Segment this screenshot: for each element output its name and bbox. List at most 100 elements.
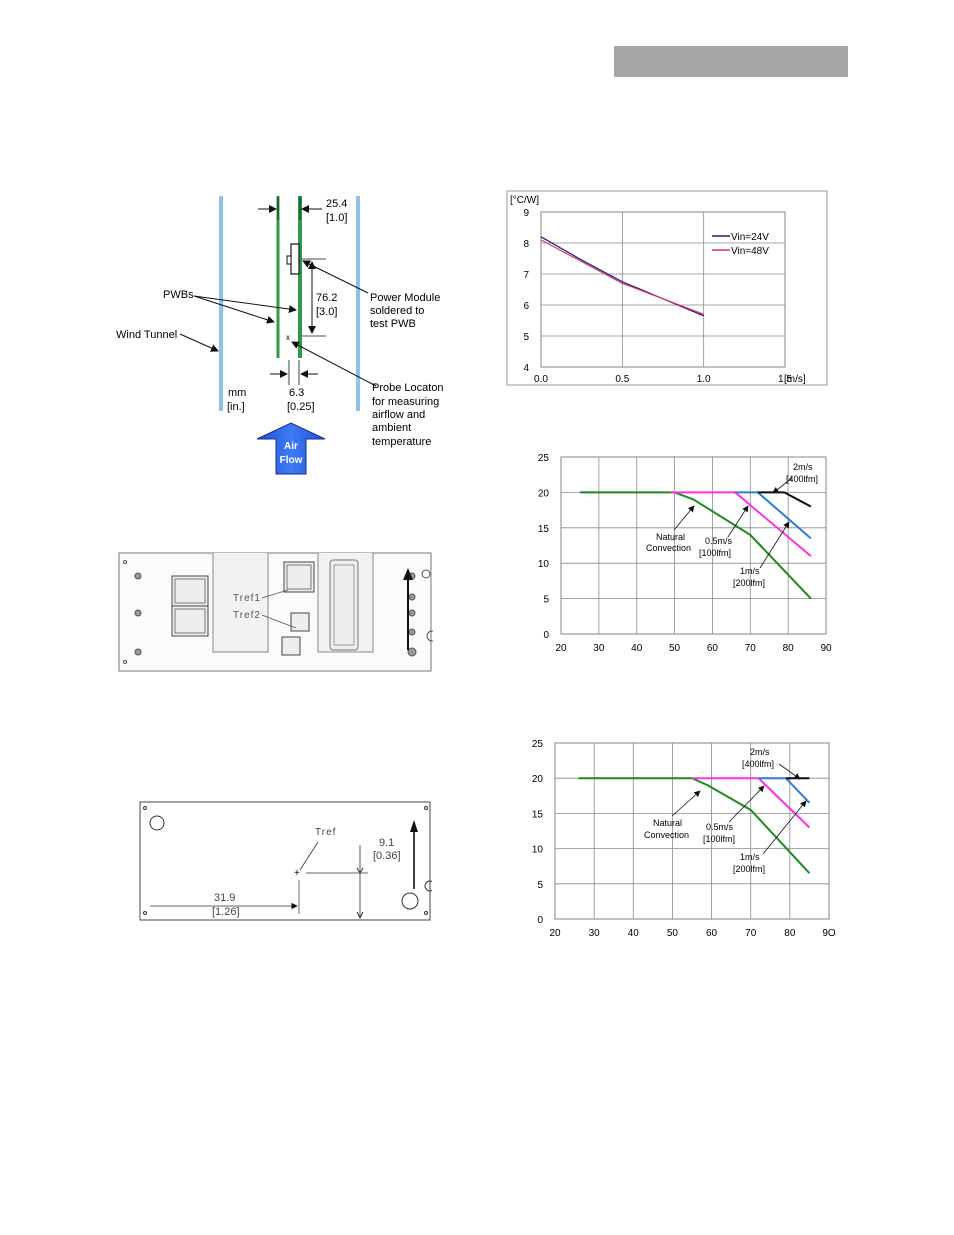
power-module-label-2: soldered to [370,305,424,317]
x-tick-label: 70 [745,928,757,939]
plot-area [554,742,830,920]
x-tick-label: 1.5 [778,374,792,385]
annotation-convection: Convection [644,830,689,840]
y-tick-label: 20 [538,488,550,499]
tref1-label: Tref1 [233,593,261,604]
chart-frame [506,190,828,386]
series-line-1 [670,491,812,557]
probe-label-2: for measuring [372,396,439,408]
airflow-label-2: Flow [280,455,303,466]
x-tick-label: 80 [784,928,796,939]
y-tick-label: 25 [532,739,544,750]
y-tick-label: 8 [523,239,529,250]
derating-chart-2: 20 30 40 50 60 70 80 9O 0 5 10 15 20 25 2m/s [400lfm]… [532,739,836,939]
x-tick-label: 60 [707,643,719,654]
annotation-2ms: 2m/s [750,747,770,757]
module-top-view: Tref1 Tref2 [118,552,433,672]
x-tick-label: 30 [593,643,605,654]
wind-tunnel-label: Wind Tunnel [116,329,177,341]
probe-marker: x [286,333,290,342]
annotations: 2m/s [400lfm] Natural Convection 0.5m/s … [646,462,818,588]
dim-mid-inch-label: [3.0] [316,306,337,318]
annotation-1ms: 1m/s [740,566,760,576]
y-tick-label: 7 [523,270,529,281]
power-module-label-1: Power Module [370,292,440,304]
y-tick-label: 0 [543,630,549,641]
chart-xlabel: [m/s] [784,374,806,385]
dim-v-label: 9.1 [379,837,394,849]
dim-bottom-label: 6.3 [289,387,304,399]
tref-location-drawing: + Tref 31.9 [1.26] 9.1 [0.36] [139,801,432,921]
x-tick-label: 80 [783,643,795,654]
dim-top-label: 25.4 [326,198,347,210]
flow-direction-icon [403,568,413,580]
pwbs-label: PWBs [163,289,194,301]
annotation-2ms: 2m/s [793,462,813,472]
y-tick-label: 15 [532,809,544,820]
units-mm: mm [228,387,246,399]
airflow-arrow-icon [256,422,326,475]
tref2-label: Tref2 [233,610,261,621]
chart-ylabel: [°C/W] [510,195,539,206]
annotation-convection: Convection [646,543,691,553]
x-tick-label: 20 [549,928,561,939]
y-tick-label: 15 [538,524,550,535]
x-tick-label: 40 [628,928,640,939]
dim-h-label: 31.9 [214,892,235,904]
y-tick-label: 9 [523,208,529,219]
legend-label: Vin=48V [731,246,769,257]
y-tick-label: 20 [532,774,544,785]
x-tick-label: 9O [822,928,836,939]
x-tick-label: 50 [667,928,679,939]
series-line-3 [757,491,812,508]
y-tick-label: 4 [523,363,529,374]
series-line-0 [579,491,812,600]
units-inch: [in.] [227,401,245,413]
legend-label: Vin=24V [731,232,769,243]
y-tick-label: 25 [538,453,550,464]
annotations: 2m/s [400lfm] Natural Convection 0.5m/s … [644,747,807,874]
y-tick-label: 0 [537,915,543,926]
header-bar [614,46,848,77]
probe-label-3: airflow and [372,409,425,421]
annotation-natural: Natural [653,818,682,828]
series-line-2 [758,777,811,804]
x-tick-label: 70 [745,643,757,654]
dim-h-inch-label: [1.26] [212,906,240,918]
annotation-05ms: 0.5m/s [706,822,734,832]
annotation-1ms: 1m/s [740,852,760,862]
probe-label-4: ambient [372,422,411,434]
dim-v-inch-label: [0.36] [373,850,401,862]
probe-label-1: Probe Locaton [372,382,444,394]
power-module-label-3: test PWB [370,318,416,330]
x-tick-label: 0.0 [534,374,548,385]
y-tick-label: 5 [543,595,549,606]
probe-label-5: temperature [372,436,431,448]
flow-direction-icon [410,820,418,832]
dim-bottom-inch-label: [0.25] [287,401,315,413]
dim-top-inch-label: [1.0] [326,212,347,224]
annotation-1ms-lfm: [200lfm] [733,864,765,874]
annotation-natural: Natural [656,532,685,542]
y-tick-label: 10 [532,845,544,856]
tref-marker: + [294,868,300,879]
airflow-label-1: Air [284,441,298,452]
x-tick-label: 0.5 [615,374,629,385]
series-line-0 [578,777,811,874]
x-tick-label: 90 [820,643,832,654]
annotation-05ms-lfm: [100lfm] [703,834,735,844]
annotation-05ms: 0.5m/s [705,536,733,546]
y-tick-label: 5 [537,880,543,891]
power-module-shape [290,243,300,275]
annotation-2ms-lfm: [400lfm] [786,474,818,484]
x-tick-label: 60 [706,928,718,939]
annotation-2ms-lfm: [400lfm] [742,759,774,769]
test-setup-diagram: 25.4 [1.0] 76.2 [3.0] Power Module solde… [116,196,444,475]
series-line-1 [540,239,704,315]
x-tick-label: 50 [669,643,681,654]
y-tick-label: 10 [538,559,550,570]
y-tick-label: 6 [523,301,529,312]
x-tick-label: 30 [589,928,601,939]
